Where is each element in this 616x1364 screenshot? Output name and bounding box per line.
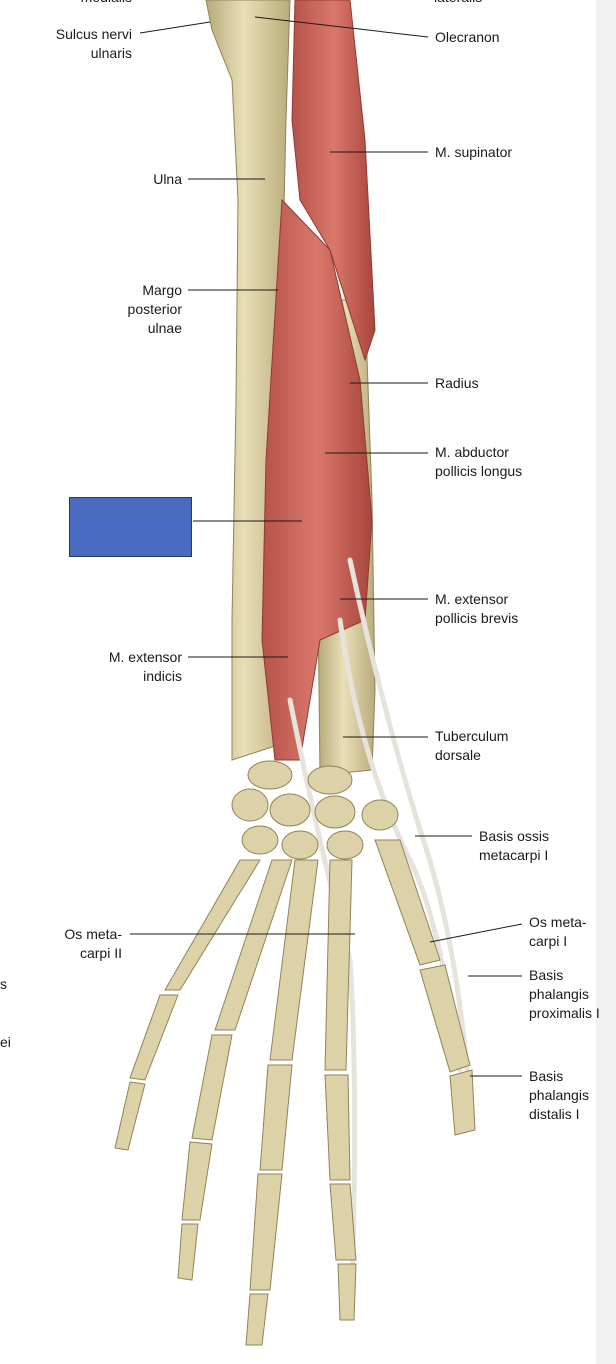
metacarpals: [164, 839, 441, 1071]
label-ulna: Ulna: [153, 171, 182, 187]
label-os-metacarpi-i: Os meta- carpi I: [529, 914, 587, 949]
phalanges: [114, 964, 476, 1346]
leader-sulcus: [139, 21, 211, 34]
label-abductor-pollicis-longus: M. abductor pollicis longus: [435, 444, 523, 479]
label-edge-s: s: [0, 976, 7, 992]
tendons: [287, 557, 471, 1293]
label-radius: Radius: [435, 375, 479, 391]
label-tuberculum-dorsale: Tuberculum dorsale: [435, 728, 509, 763]
leader-os-meta-i: [429, 923, 523, 943]
label-supinator: M. supinator: [435, 144, 513, 160]
label-extensor-pollicis-brevis: M. extensor pollicis brevis: [435, 591, 519, 626]
label-edge-ei: ei: [0, 1034, 11, 1050]
label-extensor-indicis: M. extensor indicis: [108, 649, 182, 684]
carpal-bones: [231, 760, 399, 860]
label-top-right-partial: lateralis: [434, 0, 534, 7]
label-sulcus-nervi-ulnaris: Sulcus nervi ulnaris: [55, 26, 132, 61]
masked-label-box: [69, 497, 192, 557]
label-margo-posterior-ulnae: Margo posterior ulnae: [127, 282, 182, 336]
label-basis-phalangis-proximalis: Basis phalangis proximalis I: [529, 967, 600, 1021]
label-olecranon: Olecranon: [435, 29, 500, 45]
label-basis-ossis-metacarpi: Basis ossis metacarpi I: [479, 828, 550, 863]
page-edge-shadow: [596, 0, 616, 1364]
leader-lines: [130, 16, 523, 1077]
label-top-left-partial: medialis: [60, 0, 132, 7]
leader-olecranon: [254, 16, 429, 38]
label-os-metacarpi-ii: Os meta- carpi II: [64, 926, 122, 961]
muscle-group: [261, 0, 376, 761]
label-basis-phalangis-distalis: Basis phalangis distalis I: [529, 1068, 589, 1122]
